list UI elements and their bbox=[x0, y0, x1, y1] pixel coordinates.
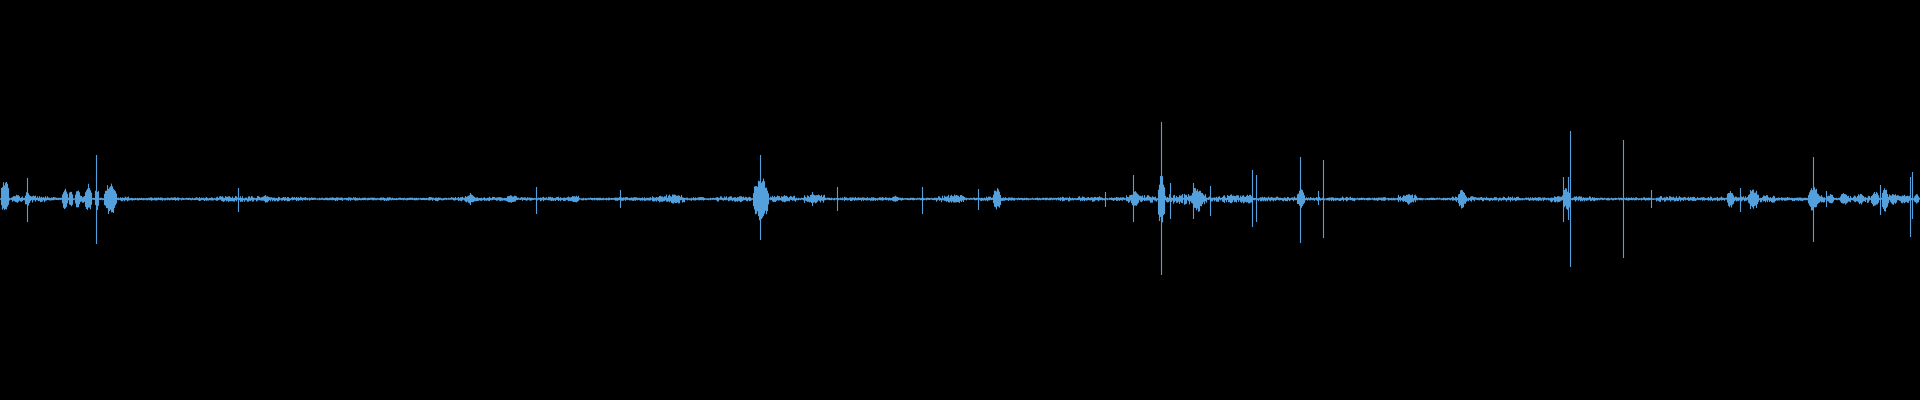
waveform-trace bbox=[0, 122, 1920, 275]
